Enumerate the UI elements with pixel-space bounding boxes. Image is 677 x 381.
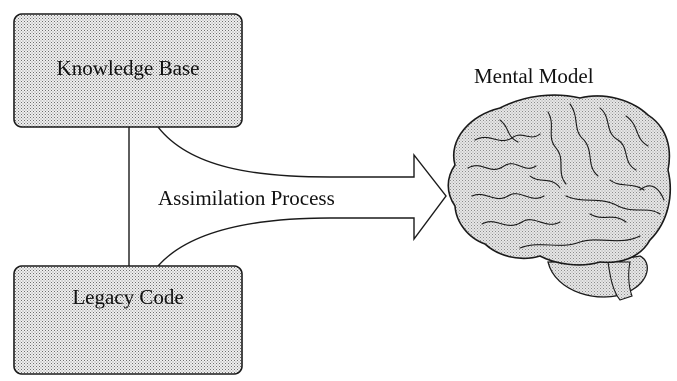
assimilation-arrow bbox=[157, 126, 447, 267]
mental-model-label: Mental Model bbox=[474, 64, 594, 88]
assimilation-process-label: Assimilation Process bbox=[158, 186, 335, 210]
brain-icon bbox=[447, 94, 672, 301]
legacy-code-label: Legacy Code bbox=[72, 285, 184, 309]
knowledge-base-label: Knowledge Base bbox=[56, 56, 200, 80]
legacy-code-box bbox=[13, 265, 243, 375]
knowledge-base-box bbox=[13, 13, 243, 128]
